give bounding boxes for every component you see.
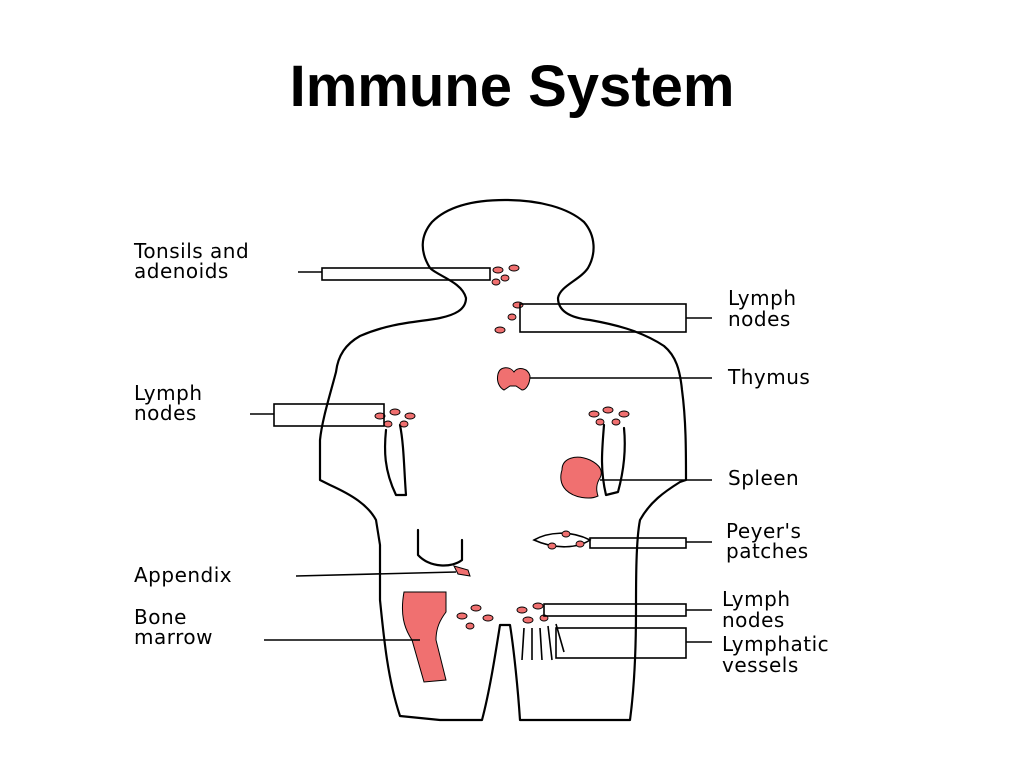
- bone-marrow-organ: [401, 591, 447, 683]
- label-tonsils-line1: Tonsils and: [133, 239, 249, 263]
- tonsils-leader: [298, 267, 491, 281]
- label-lymph-left-line2: nodes: [134, 401, 197, 425]
- lymph-groin-leader: [543, 603, 712, 617]
- abdomen-curve: [416, 528, 464, 567]
- label-lymph-neck-line2: nodes: [728, 307, 791, 331]
- right-armpit-nodes: [588, 406, 630, 426]
- label-lymph-left-line1: Lymph: [134, 381, 203, 405]
- neck-lymph-nodes: [494, 301, 524, 334]
- left-arm-inner: [383, 423, 408, 497]
- spleen-organ: [560, 456, 602, 499]
- label-tonsils-line2: adenoids: [134, 259, 229, 283]
- label-bone-marrow-line2: marrow: [134, 625, 213, 649]
- label-lymph-groin-line1: Lymph: [722, 587, 791, 611]
- appendix-leader: [295, 571, 457, 577]
- peyers-patches: [532, 530, 592, 550]
- vessels-leader: [555, 627, 712, 659]
- label-vessels-line1: Lymphatic: [722, 632, 829, 656]
- lymph-neck-leader: [519, 303, 712, 333]
- right-arm-inner: [600, 423, 626, 497]
- label-vessels-line2: vessels: [722, 653, 799, 677]
- label-thymus: Thymus: [727, 365, 810, 389]
- label-peyers-line1: Peyer's: [726, 519, 801, 543]
- label-lymph-neck-line1: Lymph: [728, 286, 797, 310]
- label-bone-marrow-line1: Bone: [134, 605, 187, 629]
- label-spleen: Spleen: [728, 466, 799, 490]
- label-lymph-groin-line2: nodes: [722, 608, 785, 632]
- left-armpit-nodes: [374, 408, 416, 428]
- peyers-leader: [589, 537, 712, 549]
- lymphatic-vessels: [521, 623, 565, 661]
- page-title: Immune System: [289, 54, 735, 119]
- thymus-organ: [497, 367, 531, 391]
- lymph-left-leader: [250, 403, 385, 427]
- tonsils-nodes: [491, 264, 520, 286]
- label-appendix: Appendix: [134, 563, 232, 587]
- appendix-organ: [453, 565, 471, 577]
- label-peyers-line2: patches: [726, 539, 809, 563]
- body-outline: [318, 198, 688, 722]
